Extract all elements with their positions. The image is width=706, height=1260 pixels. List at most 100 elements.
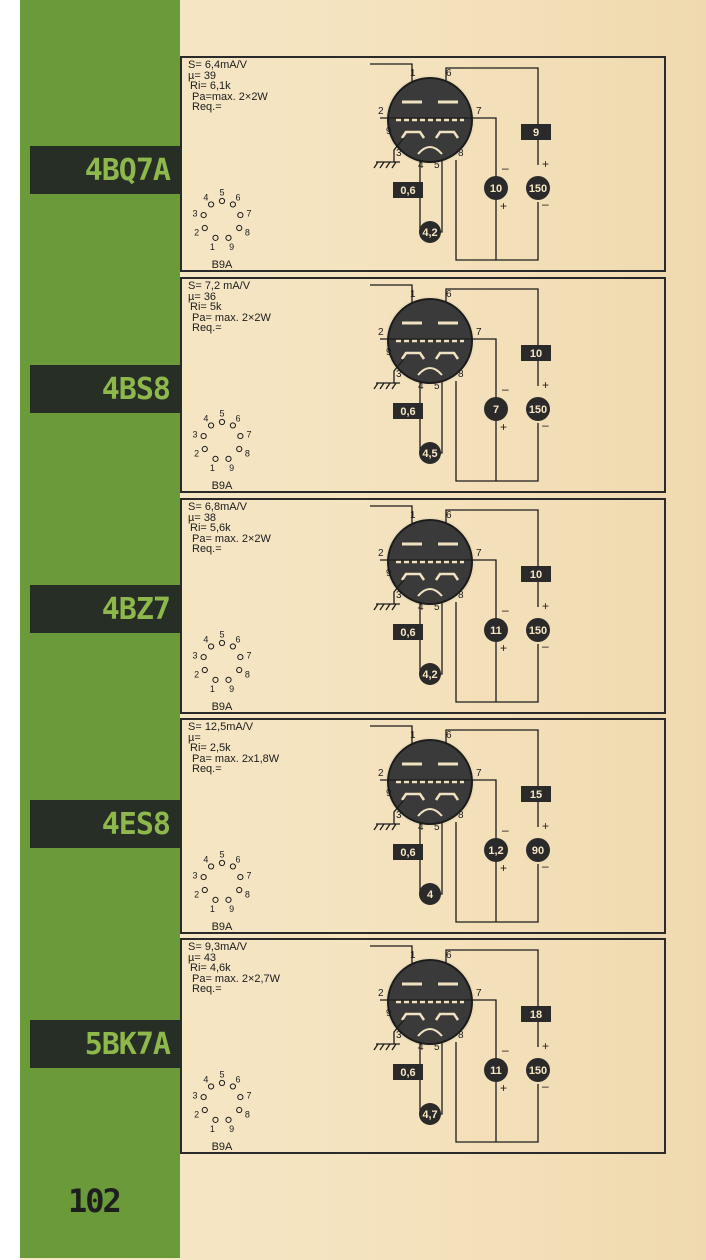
socket-pin-number: 7 (247, 1090, 252, 1100)
pin-label: 3 (396, 148, 402, 159)
pin-label: 6 (446, 68, 452, 79)
anode-current-box-box (521, 345, 551, 361)
pin-label: 4 (418, 822, 424, 833)
socket-pin (208, 863, 215, 870)
parameter-line: Req.= (192, 543, 222, 555)
pin-label: 8 (458, 369, 464, 380)
socket-pin (200, 1093, 207, 1101)
cathode-right (434, 572, 460, 581)
ground-hatch (391, 603, 397, 611)
heater-current-box: 0,6 (393, 624, 423, 640)
heater-voltage-circle-text: 4,7 (422, 1109, 437, 1121)
parameter-line: S= 6,4mA/V (188, 59, 248, 71)
pin-label: 2 (378, 988, 384, 999)
cathode-right (434, 792, 460, 801)
socket-pin-number: 6 (236, 635, 241, 645)
ground-hatch (373, 823, 379, 831)
heater-voltage-circle-text: 4,5 (422, 448, 437, 460)
pin-label: 1 (410, 950, 416, 961)
pin-label: 4 (418, 381, 424, 392)
socket-pin-number: 1 (210, 1124, 215, 1134)
heater-voltage-circle-disc (419, 442, 441, 464)
anode-current-box-box (521, 566, 551, 582)
parameter-line: Pa=max. 2×2W (192, 90, 268, 103)
tube-envelope-ring (385, 296, 475, 386)
ground-hatch (379, 382, 385, 390)
heater-current-box-text: 0,6 (400, 185, 415, 197)
tube-type-label: 4BQ7A (30, 146, 180, 194)
anode-voltage-circle-disc (526, 618, 550, 642)
heater-voltage-circle: 4,7 (419, 1103, 441, 1125)
socket-pin-number: 4 (203, 414, 208, 424)
ground-hatch (391, 823, 397, 831)
polarity-minus: – (502, 603, 509, 617)
socket-pin-number: 8 (245, 1109, 250, 1119)
socket-pin-number: 9 (229, 1124, 234, 1134)
wire-pin6 (445, 288, 539, 386)
socket-pin (229, 201, 236, 208)
pin-label: 9 (386, 1008, 392, 1019)
socket-pin (229, 1083, 236, 1090)
pin-label: 6 (446, 730, 452, 741)
parameter-line: Req.= (192, 983, 222, 995)
grid-voltage-circle-text: 11 (490, 1065, 502, 1077)
heater-voltage-circle-disc (419, 1103, 441, 1125)
socket-pin-number: 8 (245, 448, 250, 458)
socket-pin-number: 2 (194, 448, 199, 458)
pin-label: 5 (434, 602, 440, 613)
tube-envelope-ring (385, 737, 475, 827)
parameter-line: µ= 43 (188, 951, 217, 964)
socket-pin-number: 6 (236, 855, 241, 865)
socket-pin (201, 886, 208, 894)
wire-grid (380, 117, 497, 178)
parameter-line: Pa= max. 2x1,8W (192, 752, 280, 765)
cathode-left (400, 130, 426, 139)
page-margin (0, 0, 20, 1260)
socket-pin (236, 445, 243, 453)
heater-voltage-circle: 4 (419, 883, 441, 905)
heater-current-box-text: 0,6 (400, 627, 415, 639)
socket-pin-number: 5 (219, 850, 224, 860)
socket-pin-number: 5 (219, 188, 224, 198)
anode-current-box: 10 (521, 566, 551, 582)
polarity-plus: + (500, 1081, 507, 1095)
socket-pin (201, 1106, 208, 1114)
tube-symbol (385, 296, 475, 386)
pin-label: 7 (476, 988, 482, 999)
polarity-minus: – (542, 859, 549, 873)
parameter-line: Req.= (192, 763, 222, 775)
parameter-line: S= 9,3mA/V (188, 941, 248, 953)
socket-pin-number: 9 (229, 904, 234, 914)
polarity-plus: + (542, 1039, 549, 1053)
parameter-line: Pa= max. 2×2W (192, 532, 271, 545)
tube-envelope-ring (385, 517, 475, 607)
socket-pin-number: 1 (210, 463, 215, 473)
heater-current-box: 0,6 (393, 403, 423, 419)
ground-hatch (373, 161, 379, 169)
wire-pin1 (370, 505, 413, 524)
socket-pin (236, 886, 243, 894)
socket-pin (218, 418, 226, 426)
heater-current-box-text: 0,6 (400, 406, 415, 418)
wire-pin1 (370, 63, 413, 82)
socket-pin (212, 234, 219, 241)
socket-pin (212, 896, 219, 903)
tube-symbol (385, 517, 475, 607)
socket-pin (201, 666, 208, 674)
socket-pin (236, 224, 243, 232)
socket-pin-number: 6 (236, 193, 241, 203)
socket-pin (237, 211, 244, 219)
heater-filament (417, 808, 443, 817)
parameter-line: Pa= max. 2×2,7W (192, 972, 281, 985)
wire-pin1 (370, 945, 413, 964)
cathode-left (400, 351, 426, 360)
anode-voltage-circle: 150 (526, 397, 550, 421)
socket-pin-number: 3 (192, 208, 197, 218)
socket-pin-number: 8 (245, 669, 250, 679)
wire-pin8 (455, 822, 539, 923)
heater-current-box: 0,6 (393, 844, 423, 860)
